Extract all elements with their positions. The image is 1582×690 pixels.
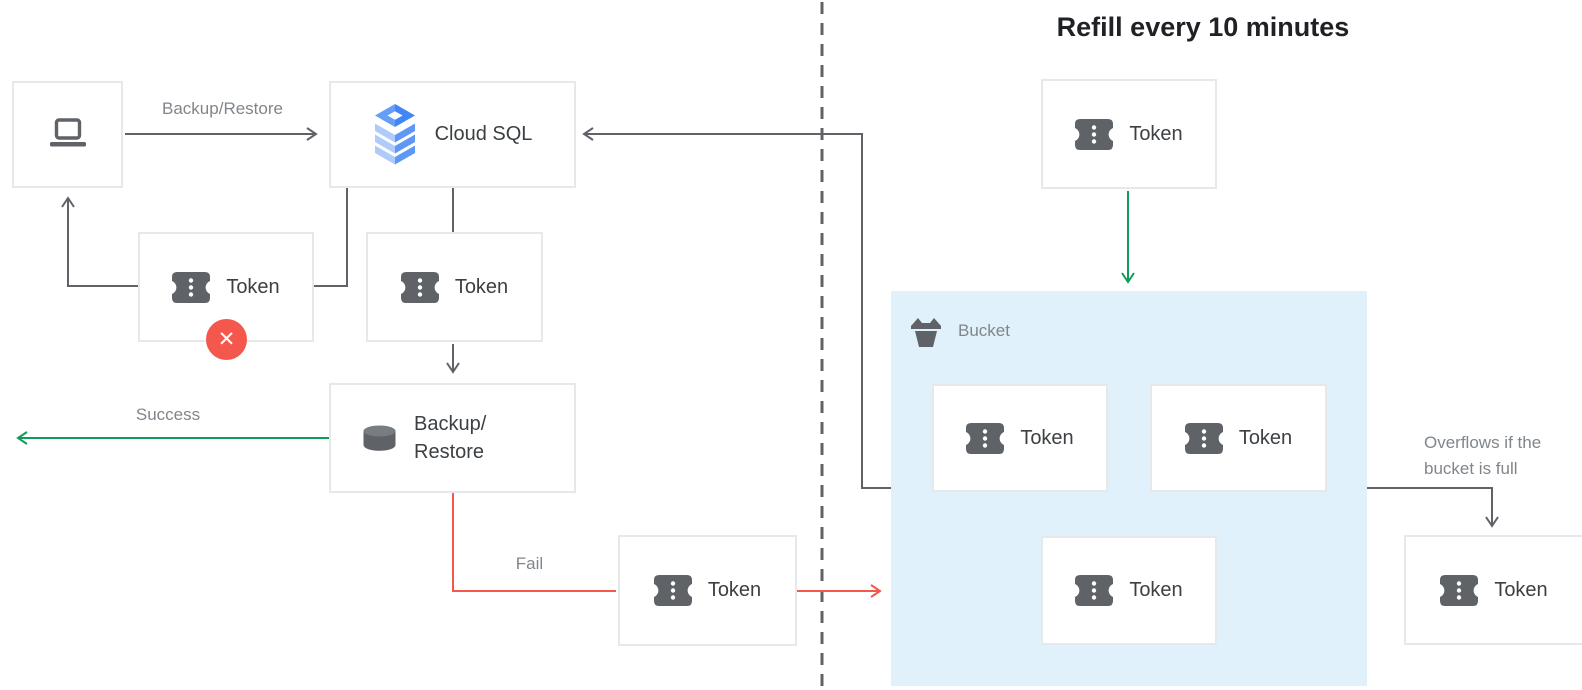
overflow-label-line2: bucket is full bbox=[1424, 459, 1518, 478]
token-label: Token bbox=[226, 275, 280, 298]
token-label: Token bbox=[1494, 578, 1548, 601]
edge-bucket-to-cloudsql bbox=[582, 127, 891, 489]
backup-restore-line1: Backup/ bbox=[414, 413, 487, 435]
laptop-icon bbox=[49, 118, 86, 147]
token-icon bbox=[1075, 575, 1114, 606]
token-icon bbox=[1440, 574, 1479, 606]
overflow-label: Overflows if the bucket is full bbox=[1424, 430, 1582, 482]
token-label: Token bbox=[1238, 426, 1293, 449]
backup-restore-line2: Restore bbox=[414, 441, 485, 463]
token-queue-node: Token bbox=[366, 232, 543, 342]
edge-rejected-token-to-client bbox=[61, 196, 138, 287]
bucket-header: Bucket bbox=[909, 315, 1010, 347]
fail-label: Fail bbox=[515, 554, 544, 573]
token-bucket-node: Token bbox=[1150, 384, 1327, 492]
edge-rejected-token-to-cloudsql bbox=[314, 188, 348, 287]
bucket-icon bbox=[911, 318, 941, 347]
token-icon bbox=[172, 271, 211, 303]
backup-restore-label: Backup/ Restore bbox=[414, 410, 486, 466]
token-icon bbox=[966, 422, 1005, 454]
token-label: Token bbox=[1129, 122, 1183, 145]
x-circle-icon: ✕ bbox=[206, 319, 247, 360]
token-icon bbox=[1075, 118, 1114, 150]
token-overflow-node: Token bbox=[1404, 535, 1582, 645]
backup-restore-edge-label: Backup/Restore bbox=[162, 99, 283, 118]
token-label: Token bbox=[1129, 579, 1183, 601]
token-bucket-node: Token bbox=[932, 384, 1108, 492]
token-bucket-node: Token bbox=[1041, 536, 1217, 645]
bucket-label: Bucket bbox=[958, 321, 1010, 340]
edge-fail-to-token bbox=[452, 493, 616, 592]
cloud-sql-icon bbox=[374, 104, 415, 165]
cloud-sql-label: Cloud SQL bbox=[434, 123, 533, 145]
database-icon bbox=[363, 425, 396, 451]
token-refill-node: Token bbox=[1041, 79, 1217, 189]
backup-restore-node: Backup/ Restore bbox=[329, 383, 576, 493]
client-node bbox=[12, 81, 123, 188]
overflow-label-line1: Overflows if the bbox=[1424, 433, 1542, 452]
token-label: Token bbox=[454, 275, 509, 298]
token-icon bbox=[400, 271, 439, 303]
token-icon bbox=[653, 575, 692, 606]
refill-title: Refill every 10 minutes bbox=[1056, 12, 1350, 42]
token-fail-node: Token bbox=[618, 535, 797, 646]
edge-overflow-arrow bbox=[1367, 487, 1499, 528]
token-label: Token bbox=[707, 579, 762, 601]
token-label: Token bbox=[1020, 426, 1074, 449]
success-label: Success bbox=[135, 405, 201, 424]
cloud-sql-node: Cloud SQL bbox=[329, 81, 576, 188]
token-icon bbox=[1184, 422, 1223, 454]
